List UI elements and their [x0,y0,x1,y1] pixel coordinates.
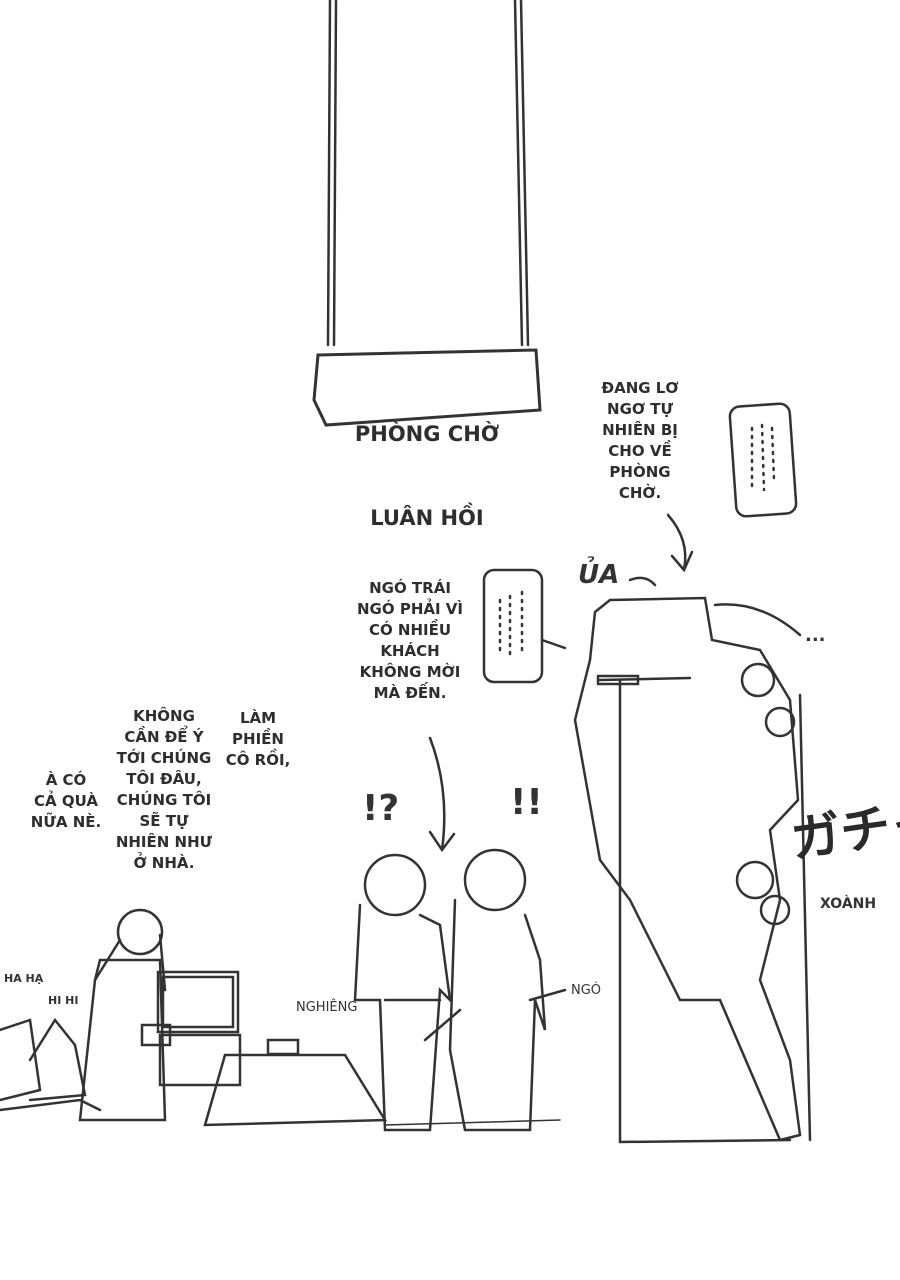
tv-set [156,970,242,1087]
sfx-exclaim: !! [510,782,543,823]
sign-text: PHÒNG CHỜ LUÂN HỒI [322,364,532,560]
narration-samurai: NGÓ TRÁI NGÓ PHẢI VÌ CÓ NHIỀU KHÁCH KHÔN… [357,579,463,702]
sfx-hihi: HI HI [48,994,79,1007]
arrow-to-samurai [428,736,456,853]
sign-line2: LUÂN HỒI [370,506,484,530]
sfx-question: !? [362,788,400,829]
sfx-trail: ... [805,625,826,646]
ghost-figures [0,1017,102,1112]
squiggle [628,576,657,587]
samurai-right [423,848,567,1132]
arrow-to-robot [666,513,694,573]
floor-line [384,1119,561,1126]
narration-robot: ĐANG LƠ NGƠ TỰ NHIÊN BỊ CHO VỀ PHÒNG CHỜ… [601,379,679,502]
sfx-haha: HA HẠ [4,972,44,985]
sfx-ua: ỦA [578,560,620,590]
silent-bubble-robot [728,402,798,518]
sign-board [312,348,542,427]
dialogue-sorry: LÀM PHIỀN CÔ RỒI, [225,709,291,769]
samurai-left [353,853,452,1132]
silent-bubble-samurai [482,568,567,684]
sfx-tilt: NGHIÊNG [296,1000,358,1015]
trail-line [713,603,802,637]
doorway [618,678,812,1144]
dialogue-gift: À CÓ CẢ QUÀ NỮA NÈ. [30,771,102,831]
robot-figure [573,596,802,1142]
sign-ropes [326,0,530,347]
kotatsu-table [203,1038,388,1127]
lady-figure [78,908,172,1122]
sfx-look: NGÓ [571,983,602,998]
dialogue-dont-mind: KHÔNG CẦN ĐỂ Ý TỚI CHÚNG TÔI ĐÂU, CHÚNG … [115,707,213,872]
sfx-gacha-vi: XOÀNH [820,896,877,912]
sign-line1: PHÒNG CHỜ [354,422,500,446]
